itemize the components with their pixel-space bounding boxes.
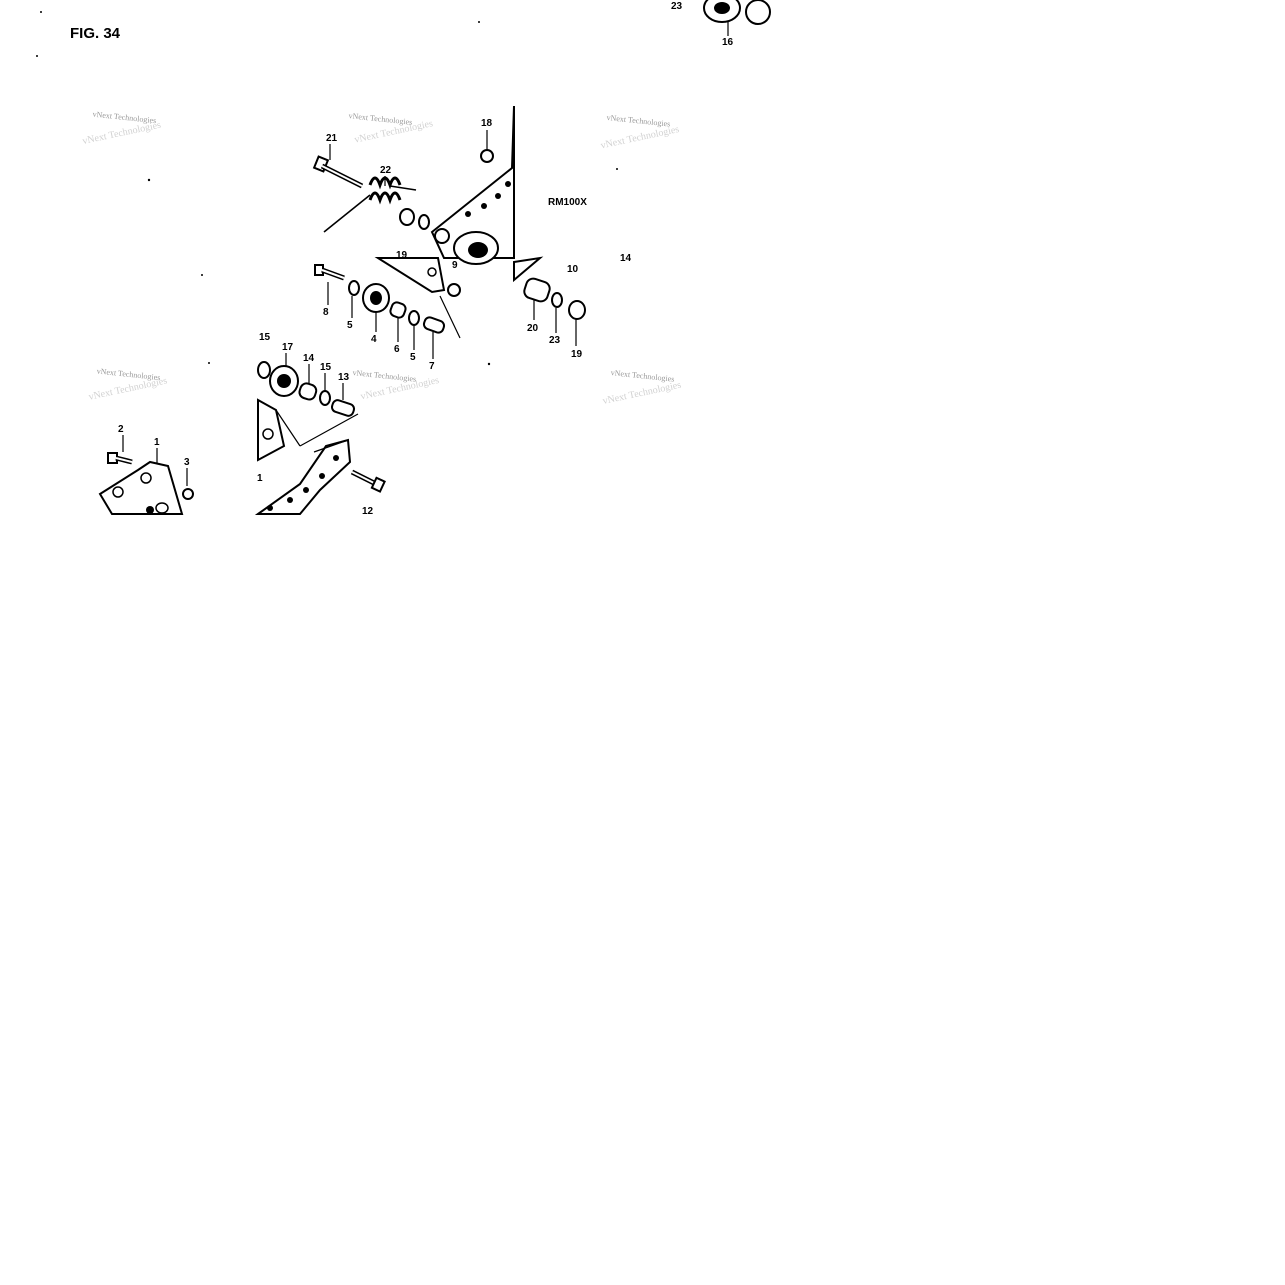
lower-assembly: 15 17 14 15 13 1: [254, 332, 386, 517]
figure-title: FIG. 34: [70, 25, 121, 42]
callout-8: 8: [323, 307, 329, 318]
callout-22: 22: [380, 165, 392, 176]
roller-hub: [714, 2, 730, 14]
bolt-21: [312, 155, 364, 189]
bushing-6: [389, 301, 407, 319]
scan-specks: [36, 11, 618, 366]
collar-7: [422, 316, 446, 334]
nut-9: [447, 283, 461, 297]
washer: [418, 214, 430, 230]
arm-plate-lower: [254, 398, 359, 515]
callout-15-left: 15: [259, 332, 271, 343]
washer-5b: [408, 310, 420, 326]
callout-1: 1: [154, 437, 160, 448]
bolt-8: [314, 264, 345, 281]
watermark: vNext Technologies: [606, 113, 671, 129]
nut-3: [182, 488, 194, 500]
middle-assembly: 8 5 4 6 5 7 9 10 14 20 23 19: [314, 253, 632, 372]
callout-4: 4: [371, 334, 377, 345]
upper-assembly: 21 22 19 18: [312, 105, 515, 265]
washer-23: [551, 292, 563, 308]
callout-14-right: 14: [620, 253, 632, 264]
plate-fragment: [513, 256, 544, 283]
washer-5: [348, 280, 360, 296]
bolt-12: [350, 469, 386, 493]
arm-plate-upper: [430, 105, 515, 265]
watermark: vNext Technologies: [348, 111, 413, 127]
callout-3: 3: [184, 457, 190, 468]
callout-16-top: 16: [722, 37, 734, 48]
callout-9: 9: [452, 260, 458, 271]
watermark: vNext Technologies: [352, 368, 417, 384]
nut-15: [257, 361, 271, 379]
callout-17: 17: [282, 342, 294, 353]
watermark: vNext Technologies: [610, 368, 675, 384]
bushing-19: [399, 208, 415, 226]
arm-plate-fragment: [374, 257, 446, 294]
callout-7: 7: [429, 361, 435, 372]
bushing-part: [745, 0, 771, 25]
callout-18: 18: [481, 118, 493, 129]
washer-15: [319, 390, 331, 406]
callout-20: 20: [527, 323, 539, 334]
callout-13: 13: [338, 372, 350, 383]
callout-14: 14: [303, 353, 315, 364]
bolt-2: [107, 452, 133, 465]
bracket-1: [98, 460, 184, 515]
callout-1-lower: 1: [257, 473, 263, 484]
roller-hub: [370, 291, 382, 305]
bushing-20: [523, 277, 551, 303]
callout-21: 21: [326, 133, 338, 144]
callout-2: 2: [118, 424, 124, 435]
nut-18: [480, 149, 494, 163]
callout-12: 12: [362, 506, 374, 517]
roller-hub: [277, 374, 291, 388]
callout-5-right: 5: [410, 352, 416, 363]
bushing-19b: [568, 300, 586, 320]
callout-5-left: 5: [347, 320, 353, 331]
callout-19: 19: [571, 349, 583, 360]
bracket-assembly: 2 1 3: [98, 424, 194, 515]
watermark: vNext Technologies: [92, 110, 157, 126]
leader-line: [439, 295, 461, 339]
callout-15: 15: [320, 362, 332, 373]
callout-19-upper: 19: [396, 250, 408, 261]
callout-23: 23: [549, 335, 561, 346]
callout-10: 10: [567, 264, 579, 275]
callout-23-top: 23: [671, 1, 683, 12]
top-right-fragment: 23 16: [671, 0, 771, 48]
watermark-bg: vNext Technologies: [602, 380, 683, 407]
model-label: RM100X: [548, 197, 587, 208]
bushing-14: [298, 382, 318, 401]
collar-13: [330, 399, 356, 417]
watermark: vNext Technologies: [96, 367, 161, 383]
callout-6: 6: [394, 344, 400, 355]
